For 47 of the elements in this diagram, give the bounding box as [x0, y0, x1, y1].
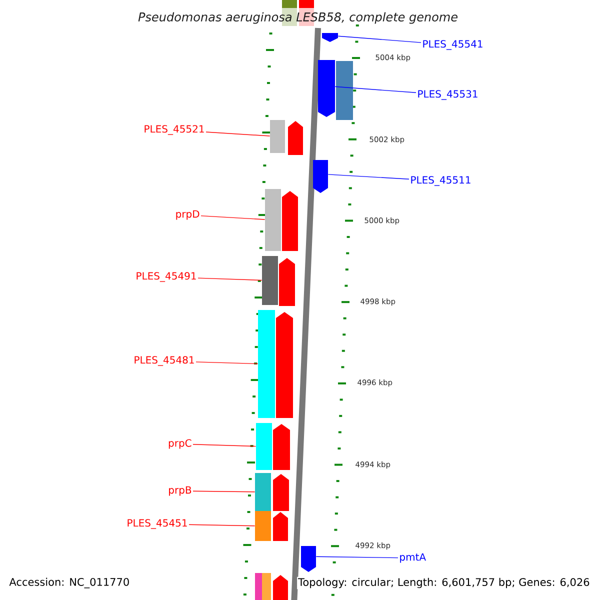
gene-block	[258, 310, 275, 418]
gene-label: prpB	[169, 486, 192, 496]
gene-block	[336, 61, 353, 120]
gene-label: prpC	[168, 439, 192, 449]
title: Pseudomonas aeruginosa LESB58, complete genome	[138, 12, 458, 24]
gene-label: PLES_45481	[134, 356, 194, 366]
gene-block	[255, 473, 271, 511]
leader-line	[206, 132, 270, 136]
leader-line	[328, 174, 410, 180]
gene-label: PLES_45541	[423, 40, 482, 50]
gene-label: PLES_45531	[418, 90, 478, 100]
gene-block	[288, 121, 303, 155]
gene-block	[318, 60, 335, 117]
gene-block	[256, 423, 272, 470]
gene-label: PLES_45511	[411, 176, 470, 186]
gene-block	[265, 189, 281, 251]
leader-line	[196, 362, 258, 364]
gene-block	[255, 511, 271, 541]
leader-line	[188, 524, 256, 526]
gene-block	[301, 546, 316, 572]
leader-line	[192, 444, 256, 447]
leader-line	[192, 490, 256, 492]
gene-block	[276, 312, 293, 418]
leader-line	[198, 278, 262, 281]
gene-block	[273, 424, 290, 470]
accession-text: Accession: NC_011770	[9, 578, 129, 588]
gene-block	[273, 512, 288, 541]
gene-block	[313, 160, 328, 193]
leader-line	[316, 556, 398, 558]
gene-block	[262, 573, 271, 600]
gene-block	[273, 474, 289, 511]
gene-block	[279, 258, 295, 306]
leader-line	[334, 86, 416, 93]
genome-info-text: Topology: circular; Length: 6,601,757 bp; Genes: 6,026	[297, 576, 591, 590]
gene-label: pmtA	[400, 553, 426, 563]
leader-line	[200, 215, 266, 220]
gene-block	[282, 191, 298, 251]
leader-line	[338, 36, 422, 43]
gene-block	[270, 120, 285, 153]
gene-label: PLES_45451	[128, 519, 187, 529]
gene-label: PLES_45521	[144, 125, 204, 135]
gene-block	[262, 256, 278, 305]
gene-block	[255, 573, 262, 600]
gene-label: PLES_45491	[136, 272, 196, 282]
gene-block	[322, 33, 338, 42]
gene-label: prpD	[176, 210, 200, 220]
gene-block	[273, 575, 288, 600]
